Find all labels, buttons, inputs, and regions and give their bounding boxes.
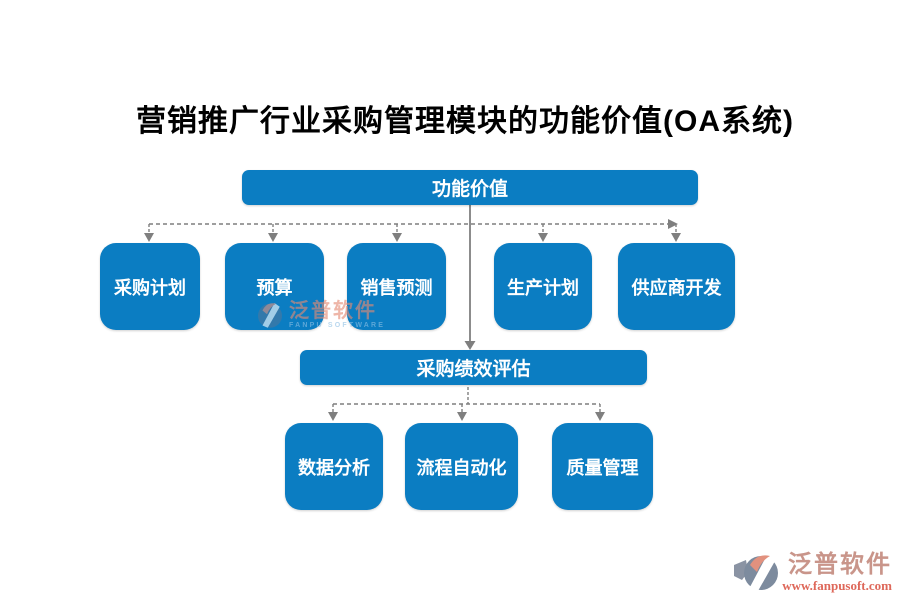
arrowhead-down-icon	[595, 412, 605, 421]
page-title: 营销推广行业采购管理模块的功能价值(OA系统)	[136, 105, 794, 138]
arrowhead-down-icon	[464, 341, 476, 350]
arrowhead-right-icon	[668, 219, 678, 229]
node-process-automation: 流程自动化	[405, 423, 518, 510]
arrowhead-down-icon	[392, 233, 402, 242]
node-quality-management: 质量管理	[552, 423, 653, 510]
arrowhead-down-icon	[671, 233, 681, 242]
node-data-analysis: 数据分析	[285, 423, 383, 510]
node-production-plan: 生产计划	[494, 243, 592, 330]
watermark-brand-text: 泛普软件	[788, 551, 892, 578]
arrowhead-down-icon	[538, 233, 548, 242]
node-budget: 预算	[225, 243, 324, 330]
arrowhead-down-icon	[328, 412, 338, 421]
fanpu-logo-icon	[734, 555, 779, 591]
arrowhead-down-icon	[144, 233, 154, 242]
node-sales-forecast: 销售预测	[347, 243, 446, 330]
arrowhead-down-icon	[457, 412, 467, 421]
watermark-corner: 泛普软件 www.fanpusoft.com	[732, 552, 892, 594]
watermark-url-text: www.fanpusoft.com	[782, 578, 892, 593]
node-root: 功能价值	[242, 170, 698, 205]
arrowhead-down-icon	[268, 233, 278, 242]
node-procurement-plan: 采购计划	[100, 243, 200, 330]
node-performance-evaluation: 采购绩效评估	[300, 350, 647, 385]
node-supplier-development: 供应商开发	[618, 243, 735, 330]
